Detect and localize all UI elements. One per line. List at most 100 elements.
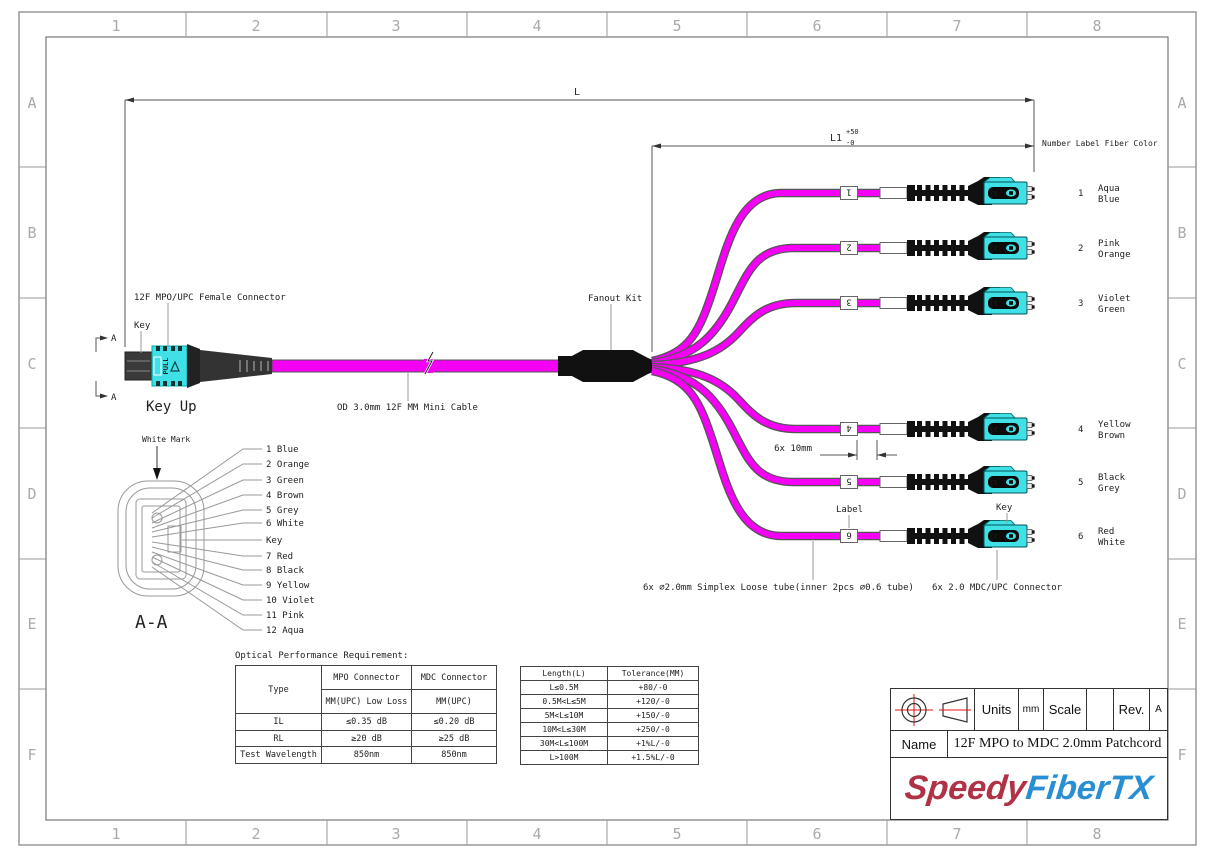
projection-symbol-icon (891, 689, 975, 730)
breakout-cable-3 (651, 298, 880, 370)
drawing-name: 12F MPO to MDC 2.0mm Patchcord (953, 736, 1162, 751)
svg-text:2: 2 (251, 825, 260, 843)
svg-text:E: E (1177, 615, 1186, 633)
svg-text:A: A (111, 393, 117, 403)
svg-text:3: 3 (846, 297, 851, 307)
white-mark-label: White Mark (142, 435, 190, 444)
scale-value (1087, 689, 1114, 730)
svg-text:4 Brown: 4 Brown (266, 491, 304, 501)
mdc-connector-4 (879, 412, 1036, 442)
key-annotation: Key (996, 503, 1013, 513)
svg-text:2 Orange: 2 Orange (266, 460, 309, 470)
svg-text:F: F (27, 746, 36, 764)
svg-text:6: 6 (812, 825, 821, 843)
svg-text:3: 3 (1078, 299, 1083, 309)
optical-mpo-header: MPO Connector (321, 665, 412, 690)
key-up-label: Key Up (146, 399, 197, 415)
svg-text:4: 4 (1078, 425, 1083, 435)
svg-text:1: 1 (111, 825, 120, 843)
fanout-kit: Fanout Kit (558, 294, 653, 382)
svg-text:L1: L1 (830, 133, 842, 144)
svg-text:F: F (1177, 746, 1186, 764)
key-label: Key (134, 321, 151, 331)
svg-text:7: 7 (952, 17, 961, 35)
svg-text:7: 7 (952, 825, 961, 843)
svg-text:6 White: 6 White (266, 519, 304, 529)
label-box-1: 1 (840, 186, 858, 200)
legend-header: Number Label Fiber Color (1042, 139, 1158, 148)
grid-row-refs: A B C D E F A B C D E F (27, 94, 1186, 764)
mpo-annotations: 12F MPO/UPC Female Connector Key Key Up … (134, 293, 478, 415)
svg-text:B: B (27, 224, 36, 242)
logo-fibertx: FiberTX (1024, 769, 1155, 807)
leg6-annotations: Label Key (836, 503, 1013, 528)
svg-text:5: 5 (846, 476, 851, 486)
table-row: L≤0.5M+80/-0 (520, 680, 699, 695)
cable-label: OD 3.0mm 12F MM Mini Cable (337, 403, 478, 413)
optical-table: Type MPO Connector MDC Connector MM(UPC)… (235, 665, 497, 764)
units-value: mm (1019, 689, 1044, 730)
fiber-map-labels: 1 Blue 2 Orange 3 Green 4 Brown 5 Grey 6… (266, 445, 315, 636)
svg-text:A: A (1177, 94, 1186, 112)
logo-speedy: Speedy (903, 769, 1029, 807)
svg-text:12 Aqua: 12 Aqua (266, 626, 304, 636)
units-label: Units (975, 689, 1019, 730)
optical-type-header: Type (235, 665, 322, 714)
svg-text:+50: +50 (846, 128, 859, 136)
mdc-connector-5 (879, 465, 1036, 495)
fanout-kit-label: Fanout Kit (588, 294, 642, 304)
svg-text:A: A (27, 94, 36, 112)
break-symbol-icon (423, 351, 435, 375)
label-box-4: 4 (840, 422, 858, 436)
svg-text:3 Green: 3 Green (266, 476, 304, 486)
breakout-cable-4 (651, 362, 880, 434)
table-row: IL ≤0.35 dB ≤0.20 dB (235, 713, 497, 731)
breakout-cable-2 (651, 243, 880, 368)
company-logo: SpeedyFiberTX (891, 758, 1167, 819)
rev-value: A (1155, 704, 1162, 715)
svg-text:8: 8 (1092, 17, 1101, 35)
svg-text:Green: Green (1098, 305, 1125, 315)
dimension-breakout-length: L1 +50 -0 (651, 128, 1034, 352)
svg-text:E: E (27, 615, 36, 633)
section-view-title: A-A (135, 612, 168, 633)
label-box-3: 3 (840, 296, 858, 310)
svg-text:2: 2 (251, 17, 260, 35)
svg-text:5 Grey: 5 Grey (266, 506, 299, 516)
grid-column-refs: 1 2 3 4 5 6 7 8 1 2 3 4 5 6 7 8 (111, 17, 1101, 843)
title-block: Units mm Scale Rev. A Name 12F MPO to MD… (890, 688, 1168, 820)
svg-text:5: 5 (672, 17, 681, 35)
rev-label: Rev. (1114, 689, 1150, 730)
length-tolerance-section: Length(L) Tolerance(MM) L≤0.5M+80/-0 0.5… (520, 666, 699, 765)
svg-text:Pink: Pink (1098, 239, 1120, 249)
svg-text:4: 4 (532, 825, 541, 843)
svg-text:3: 3 (391, 17, 400, 35)
table-row: Test Wavelength 850nm 850nm (235, 746, 497, 764)
section-cut-marks: A A (95, 334, 117, 403)
svg-text:White: White (1098, 538, 1125, 548)
table-row: 5M<L≤10M+150/-0 (520, 708, 699, 723)
svg-text:6: 6 (846, 530, 851, 540)
svg-text:Orange: Orange (1098, 250, 1131, 260)
table-row: 30M<L≤100M+1%L/-0 (520, 736, 699, 751)
svg-text:6: 6 (812, 17, 821, 35)
scale-label: Scale (1044, 689, 1087, 730)
svg-text:C: C (1177, 355, 1186, 373)
svg-text:9 Yellow: 9 Yellow (266, 581, 310, 591)
svg-text:Blue: Blue (1098, 195, 1120, 205)
svg-text:1: 1 (1078, 189, 1083, 199)
svg-text:1: 1 (111, 17, 120, 35)
label-box-2: 2 (840, 241, 858, 255)
svg-text:2: 2 (1078, 244, 1083, 254)
svg-text:Aqua: Aqua (1098, 184, 1120, 194)
fiber-fan-lines (151, 448, 262, 631)
breakout-cable-6 (651, 366, 880, 541)
